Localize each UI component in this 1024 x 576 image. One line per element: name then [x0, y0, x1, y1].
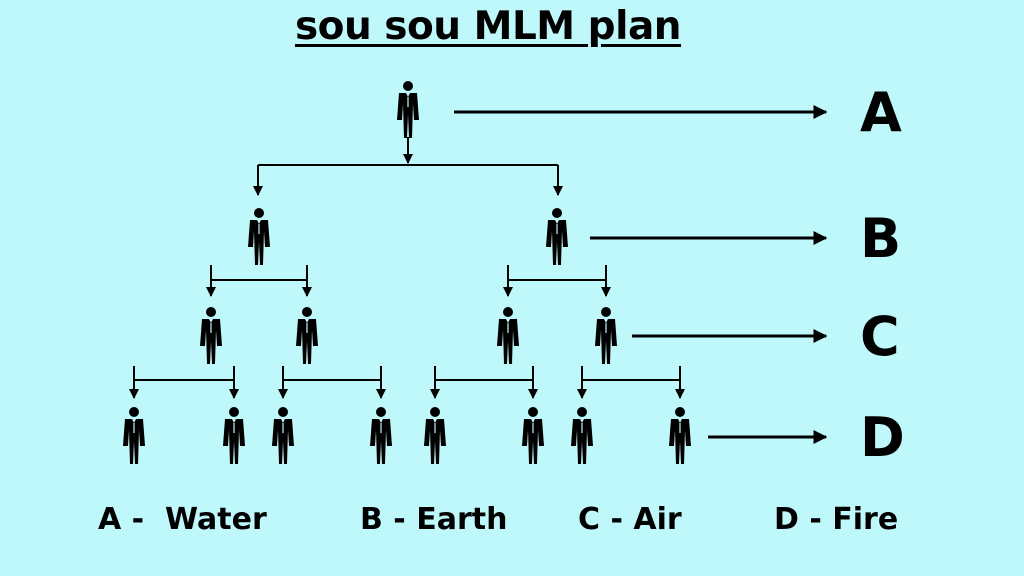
- person-in-suit-icon: [545, 207, 569, 266]
- level-label-b: B: [860, 207, 902, 270]
- legend-item-fire: D - Fire: [774, 502, 899, 537]
- person-in-suit-icon: [423, 406, 447, 465]
- level-label-a: A: [860, 81, 902, 144]
- person-in-suit-icon: [247, 207, 271, 266]
- person-in-suit-icon: [271, 406, 295, 465]
- person-in-suit-icon: [222, 406, 246, 465]
- level-label-d: D: [860, 406, 905, 469]
- person-in-suit-icon: [396, 80, 420, 139]
- person-in-suit-icon: [594, 306, 618, 365]
- level-label-c: C: [860, 305, 900, 368]
- legend-item-air: C - Air: [578, 502, 682, 537]
- diagram-title: sou sou MLM plan: [294, 4, 682, 49]
- person-in-suit-icon: [496, 306, 520, 365]
- person-in-suit-icon: [369, 406, 393, 465]
- person-in-suit-icon: [570, 406, 594, 465]
- person-in-suit-icon: [295, 306, 319, 365]
- person-in-suit-icon: [521, 406, 545, 465]
- legend-item-earth: B - Earth: [360, 502, 508, 537]
- legend-item-water: A - Water: [98, 502, 267, 537]
- person-in-suit-icon: [199, 306, 223, 365]
- person-in-suit-icon: [668, 406, 692, 465]
- person-in-suit-icon: [122, 406, 146, 465]
